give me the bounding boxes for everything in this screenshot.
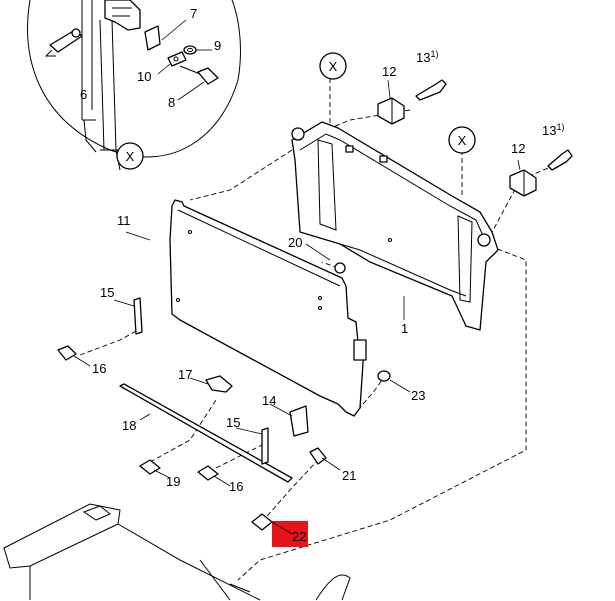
callout-17: 17 [178, 367, 192, 382]
callout-14: 14 [262, 393, 276, 408]
view-marker-label: X [329, 59, 338, 74]
callout-15-lower: 15 [226, 415, 240, 430]
callout-7: 7 [190, 6, 197, 21]
upper-hardware [334, 79, 573, 274]
callout-16-lower: 16 [229, 479, 243, 494]
view-marker-label: X [126, 149, 135, 164]
callout-9: 9 [214, 38, 221, 53]
callout-19: 19 [166, 474, 180, 489]
view-marker-right [448, 126, 476, 154]
callout-1: 1 [401, 321, 408, 336]
leader-lines [73, 19, 521, 535]
callout-13-upper: 131) [416, 49, 438, 65]
base-frame [3, 503, 351, 601]
lower-hardware [57, 297, 391, 531]
view-marker-detail [116, 142, 144, 170]
view-marker-left [319, 52, 347, 80]
callout-8: 8 [168, 95, 175, 110]
callout-21: 21 [342, 468, 356, 483]
callout-12-lower: 12 [511, 141, 525, 156]
detail-view [27, 0, 241, 171]
front-panel [169, 199, 367, 417]
callout-labels: 1 6 7 8 9 10 11 12 12 131) 131) 14 15 15… [80, 6, 564, 544]
view-marker-label: X [458, 133, 467, 148]
callout-12-upper: 12 [382, 64, 396, 79]
callout-15-upper: 15 [100, 285, 114, 300]
view-markers: X X X [116, 52, 476, 170]
callout-13-lower: 131) [542, 122, 564, 138]
callout-6: 6 [80, 87, 87, 102]
callout-10: 10 [137, 69, 151, 84]
rear-frame [291, 121, 499, 331]
callout-16-upper: 16 [92, 361, 106, 376]
callout-11: 11 [117, 213, 131, 228]
callout-23: 23 [411, 388, 425, 403]
callout-22: 22 [292, 529, 306, 544]
callout-18: 18 [122, 418, 136, 433]
callout-20: 20 [288, 235, 302, 250]
